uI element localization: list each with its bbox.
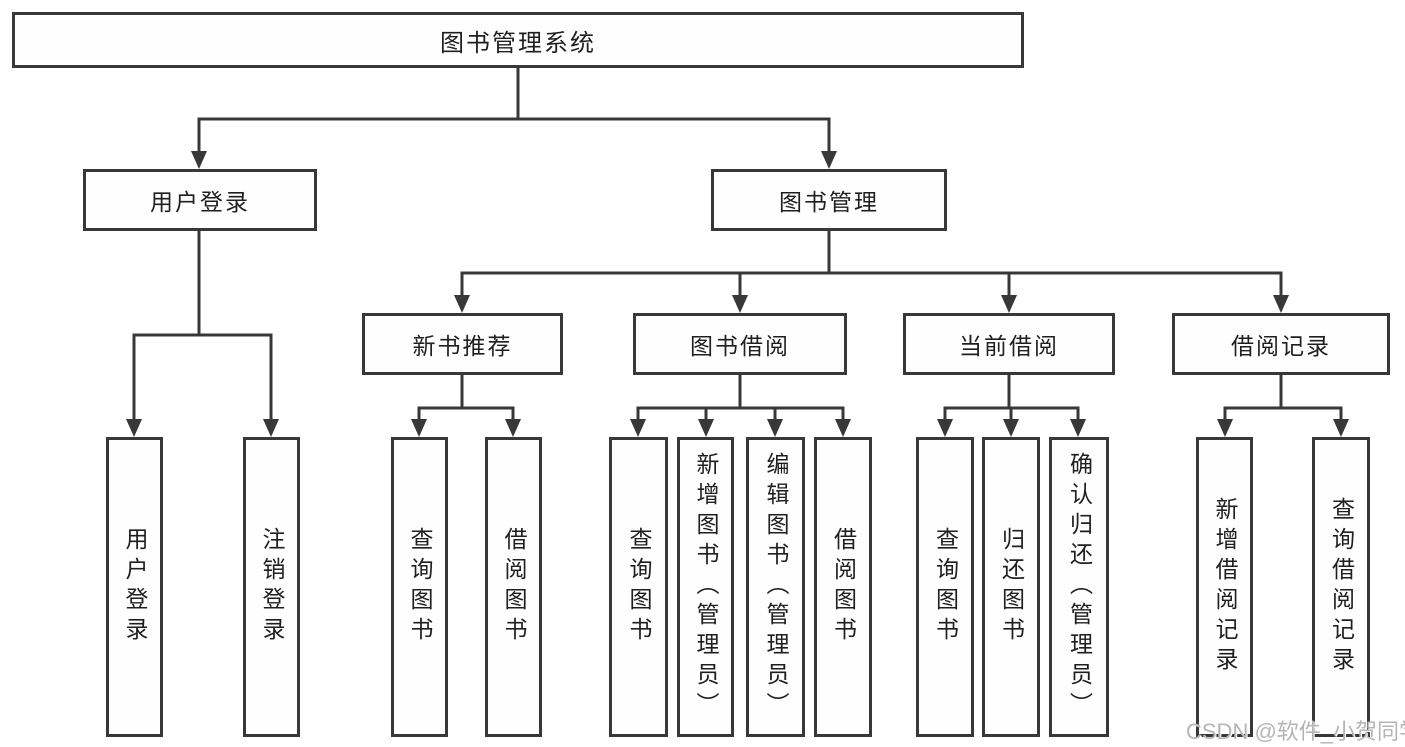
node-new-book-recommend: 新书推荐: [362, 313, 563, 375]
node-root-system-label: 图书管理系统: [440, 29, 596, 57]
connector-user-login-fan: [132, 231, 273, 421]
leaf-confirm-return-admin-label: 确认归还（管理员）: [1066, 452, 1093, 722]
leaf-query-books-recommend: 查询图书: [391, 437, 448, 737]
node-current-borrowing-label: 当前借阅: [959, 333, 1059, 359]
leaf-query-borrow-record: 查询借阅记录: [1312, 437, 1370, 737]
leaf-add-borrow-record-label: 新增借阅记录: [1212, 497, 1238, 677]
leaf-borrow-books-recommend-label: 借阅图书: [501, 527, 527, 647]
connector-new-book-recommend-fan: [417, 375, 515, 421]
leaf-query-books-recommend-label: 查询图书: [407, 527, 433, 647]
leaf-add-books-admin: 新增图书（管理员）: [677, 437, 734, 737]
node-new-book-recommend-label: 新书推荐: [412, 333, 513, 359]
leaf-edit-books-admin: 编辑图书（管理员）: [746, 437, 805, 737]
leaf-return-books-label: 归还图书: [998, 527, 1025, 647]
leaf-add-books-admin-label: 新增图书（管理员）: [693, 452, 719, 722]
leaf-borrow-books-recommend: 借阅图书: [485, 437, 542, 737]
arrowheads: [126, 151, 1349, 437]
leaf-query-books-borrowing-label: 查询图书: [626, 527, 652, 647]
leaf-edit-books-admin-label: 编辑图书（管理员）: [763, 452, 789, 722]
node-book-borrowing: 图书借阅: [633, 313, 847, 375]
node-root-system: 图书管理系统: [12, 12, 1024, 68]
leaf-user-login-label: 用户登录: [122, 527, 148, 647]
leaf-add-borrow-record: 新增借阅记录: [1196, 437, 1253, 737]
connector-root-to-level2: [197, 68, 831, 152]
connector-book-borrowing-fan: [636, 375, 845, 421]
leaf-logout: 注销登录: [243, 437, 300, 737]
leaf-query-books-current: 查询图书: [916, 437, 974, 737]
leaf-return-books: 归还图书: [982, 437, 1040, 737]
leaf-user-login: 用户登录: [106, 437, 163, 737]
connector-borrowing-records-fan: [1223, 375, 1343, 421]
leaf-query-borrow-record-label: 查询借阅记录: [1328, 497, 1355, 677]
node-book-borrowing-label: 图书借阅: [690, 333, 790, 359]
connector-current-borrowing-fan: [943, 375, 1080, 421]
leaf-confirm-return-admin: 确认归还（管理员）: [1049, 437, 1109, 737]
node-user-login-module-label: 用户登录: [150, 189, 250, 215]
csdn-watermark: CSDN @软件_小贺同学: [1186, 719, 1405, 744]
node-current-borrowing: 当前借阅: [903, 313, 1115, 375]
leaf-borrow-books-label: 借阅图书: [830, 527, 857, 647]
leaf-query-books-borrowing: 查询图书: [609, 437, 668, 737]
connector-book-management-fan: [460, 231, 1283, 296]
node-book-management-module-label: 图书管理: [779, 189, 879, 215]
node-user-login-module: 用户登录: [83, 169, 317, 231]
node-book-management-module: 图书管理: [711, 169, 947, 231]
node-borrowing-records: 借阅记录: [1172, 313, 1390, 375]
leaf-logout-label: 注销登录: [259, 527, 285, 647]
node-borrowing-records-label: 借阅记录: [1231, 333, 1331, 359]
leaf-borrow-books: 借阅图书: [814, 437, 872, 737]
leaf-query-books-current-label: 查询图书: [932, 527, 959, 647]
